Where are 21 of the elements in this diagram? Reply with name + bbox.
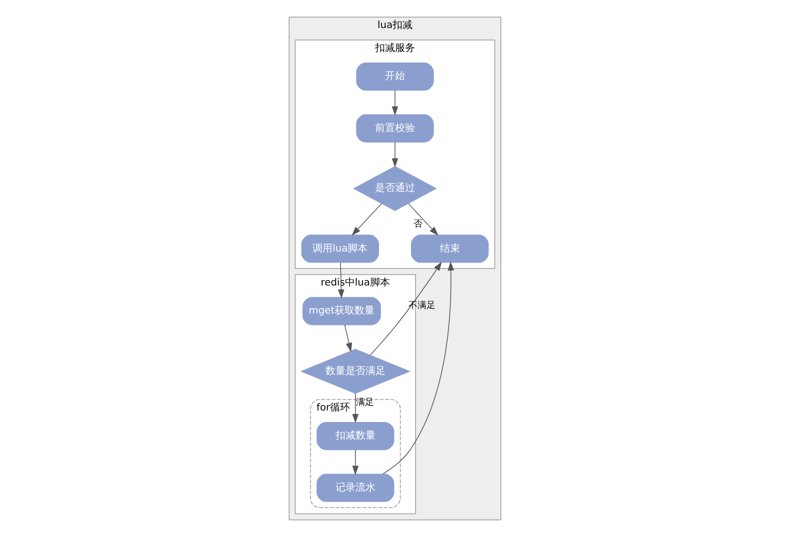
arrow [352,203,382,236]
node-box: 调用lua脚本 [301,234,379,263]
arrow [344,324,352,352]
node-box: 结束 [411,234,489,263]
arrow [392,90,398,116]
node-box: mget获取数量 [302,297,381,326]
edge-label: 满足 [356,398,374,408]
arrow [370,262,442,356]
arrow [338,262,344,299]
edge-label: 否 [414,220,423,230]
arrow [352,393,359,424]
node-box: 扣减数量 [316,422,394,450]
arrow [392,142,398,168]
arrow [382,261,454,474]
node-diamond: 数量是否满足 [300,348,411,394]
node-box: 记录流水 [316,474,394,502]
node-box: 前置校验 [356,114,434,142]
arrow [352,450,359,475]
arrow [408,203,438,236]
node-box: 开始 [356,62,434,91]
node-diamond: 是否通过 [353,166,437,212]
